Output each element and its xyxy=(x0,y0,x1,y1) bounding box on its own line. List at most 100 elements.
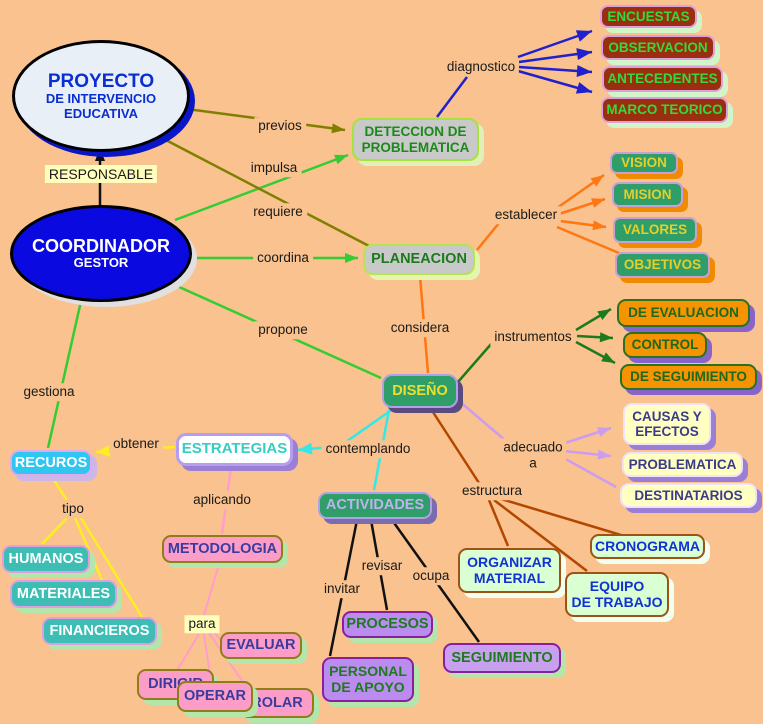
edge-gestiona xyxy=(46,300,83,449)
node-label-line: DE TRABAJO xyxy=(571,593,663,610)
node-operar[interactable]: OPERAR xyxy=(177,681,253,712)
node-label-line: HUMANOS xyxy=(8,550,84,567)
node-actividades[interactable]: ACTIVIDADES xyxy=(318,492,432,519)
node-cronograma[interactable]: CRONOGRAMA xyxy=(590,534,705,559)
node-seguimiento[interactable]: SEGUIMIENTO xyxy=(443,643,561,673)
edge-tipo-humanos xyxy=(41,517,68,545)
node-label-line: DETECCION DE xyxy=(364,124,467,140)
node-label-line: PROCESOS xyxy=(346,616,429,633)
node-estrategias[interactable]: ESTRATEGIAS xyxy=(176,433,293,466)
link-label-ocupa[interactable]: ocupa xyxy=(408,567,454,585)
link-label-contemplando[interactable]: contemplando xyxy=(321,440,415,458)
edge-arrow-coordinador-proyecto xyxy=(95,148,105,161)
link-label-aplicando[interactable]: aplicando xyxy=(189,491,255,509)
node-mision[interactable]: MISION xyxy=(612,182,683,207)
link-label-considera[interactable]: considera xyxy=(386,319,454,337)
edge-arrow-establecer-valores xyxy=(592,220,606,231)
edge-requiere xyxy=(161,136,370,248)
edge-planeacion-establecer xyxy=(476,222,500,251)
link-label-invitar[interactable]: invitar xyxy=(319,580,365,598)
node-evaluar[interactable]: EVALUAR xyxy=(220,632,302,659)
edge-arrow-diagnostico-marco-teorico xyxy=(575,82,592,94)
node-label-line: METODOLOGIA xyxy=(167,540,278,557)
node-de-evaluacion[interactable]: DE EVALUACION xyxy=(617,299,750,327)
node-label-line: DE EVALUACION xyxy=(628,305,739,321)
node-label-line: VALORES xyxy=(622,222,688,238)
node-vision[interactable]: VISION xyxy=(610,152,678,174)
link-label-estructura[interactable]: estructura xyxy=(457,482,527,500)
node-destinatarios[interactable]: DESTINATARIOS xyxy=(620,483,757,508)
node-antecedentes[interactable]: ANTECEDENTES xyxy=(602,66,723,92)
node-objetivos[interactable]: OBJETIVOS xyxy=(615,252,710,278)
edge-arrow-instrumentos-de-evaluacion xyxy=(597,309,611,320)
link-label-gestiona[interactable]: gestiona xyxy=(19,383,79,401)
link-label-establecer[interactable]: establecer xyxy=(490,206,562,224)
node-observacion[interactable]: OBSERVACION xyxy=(601,35,715,60)
edge-arrow-adecuado-causas xyxy=(597,427,611,437)
node-valores[interactable]: VALORES xyxy=(613,217,697,243)
edge-diseno-instrumentos xyxy=(457,342,493,383)
link-label-revisar[interactable]: revisar xyxy=(357,557,407,575)
node-encuestas[interactable]: ENCUESTAS xyxy=(600,5,697,28)
node-humanos[interactable]: HUMANOS xyxy=(2,545,90,573)
edge-arrow-instrumentos-de-seguimiento xyxy=(601,352,615,363)
node-label-line: DISEÑO xyxy=(392,382,448,399)
link-label-coordina[interactable]: coordina xyxy=(253,249,313,267)
node-problematica[interactable]: PROBLEMATICA xyxy=(622,452,743,477)
node-procesos[interactable]: PROCESOS xyxy=(342,611,433,638)
edge-arrow-diagnostico-antecedentes xyxy=(576,64,592,77)
node-label-line: VISION xyxy=(621,155,667,171)
edge-impulsa xyxy=(174,153,349,222)
edge-diseno-adecuado xyxy=(458,400,507,442)
node-label-line: RECUROS xyxy=(14,454,88,471)
link-label-para[interactable]: para xyxy=(184,615,220,633)
edge-tipo-financieros xyxy=(79,517,144,618)
node-diseno[interactable]: DISEÑO xyxy=(382,374,458,408)
node-financieros[interactable]: FINANCIEROS xyxy=(42,617,157,645)
edge-arrow-obtener xyxy=(96,445,111,458)
node-recuros[interactable]: RECUROS xyxy=(10,450,92,476)
link-label-propone[interactable]: propone xyxy=(254,321,312,339)
edge-deteccion-diagnostico xyxy=(436,76,468,118)
node-metodologia[interactable]: METODOLOGIA xyxy=(162,535,283,563)
link-label-impulsa[interactable]: impulsa xyxy=(246,159,302,177)
link-label-responsable[interactable]: RESPONSABLE xyxy=(44,164,158,184)
edge-metodologia-para xyxy=(203,563,220,616)
link-label-tipo[interactable]: tipo xyxy=(58,500,88,518)
node-label-line: DE APOYO xyxy=(331,678,405,695)
node-label-line: ACTIVIDADES xyxy=(325,497,425,514)
node-de-seguimiento[interactable]: DE SEGUIMIENTO xyxy=(620,364,757,390)
node-label-line: ANTECEDENTES xyxy=(607,71,718,87)
node-label-line: ROLAR xyxy=(251,694,303,711)
link-label-adecuado-a[interactable]: adecuado a xyxy=(499,438,567,472)
edge-para-dirigir xyxy=(177,633,200,670)
link-label-requiere[interactable]: requiere xyxy=(249,203,307,221)
node-label-line: OBJETIVOS xyxy=(623,257,702,273)
link-label-previos[interactable]: previos xyxy=(254,117,306,135)
node-label-line: DE INTERVENCIO xyxy=(45,91,157,107)
node-label-line: GESTOR xyxy=(73,255,129,271)
node-label-line: FINANCIEROS xyxy=(49,622,150,639)
link-label-instrumentos[interactable]: instrumentos xyxy=(490,328,576,346)
link-label-diagnostico[interactable]: diagnostico xyxy=(442,58,520,76)
node-materiales[interactable]: MATERIALES xyxy=(10,580,117,608)
node-label-line: CONTROL xyxy=(631,337,699,353)
node-marco-teorico[interactable]: MARCO TEORICO xyxy=(601,97,728,123)
link-label-obtener[interactable]: obtener xyxy=(109,435,163,453)
node-control[interactable]: CONTROL xyxy=(623,332,707,358)
node-label-line: OPERAR xyxy=(183,688,247,705)
edge-arrow-impulsa xyxy=(334,154,348,165)
node-planeacion[interactable]: PLANEACION xyxy=(363,244,475,275)
node-label-line: PROBLEMATICA xyxy=(361,139,470,155)
edge-estructura-organizar xyxy=(487,499,510,547)
